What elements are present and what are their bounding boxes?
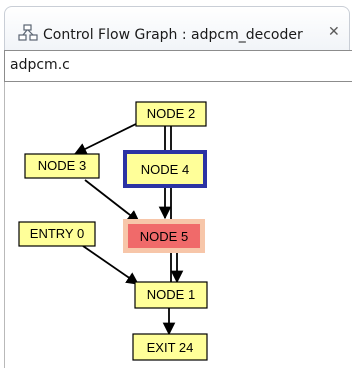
graph-node-node5[interactable]: NODE 5 <box>123 219 205 253</box>
graph-node-node4[interactable]: NODE 4 <box>123 150 207 188</box>
edge-node3-node5 <box>84 179 140 223</box>
node-label: NODE 1 <box>147 287 195 302</box>
node-label: NODE 4 <box>141 162 189 177</box>
source-file-field[interactable]: adpcm.c <box>4 50 352 82</box>
node-label: ENTRY 0 <box>30 226 84 241</box>
node-label: NODE 3 <box>38 158 86 173</box>
edge-entry0-node1 <box>82 245 140 285</box>
graph-node-exit24[interactable]: EXIT 24 <box>132 333 208 361</box>
graph-node-entry0[interactable]: ENTRY 0 <box>18 221 96 247</box>
graph-node-node2[interactable]: NODE 2 <box>135 101 207 127</box>
source-file-name: adpcm.c <box>10 57 70 73</box>
edge-node2-node3 <box>73 121 141 155</box>
node-label: NODE 5 <box>140 229 188 244</box>
node-label: EXIT 24 <box>147 340 194 355</box>
view-title: Control Flow Graph : adpcm_decoder <box>43 27 303 43</box>
node-label: NODE 2 <box>147 106 195 121</box>
graph-view-icon <box>18 24 40 42</box>
graph-canvas[interactable]: NODE 2 NODE 3 NODE 4 ENTRY 0 NODE 5 NODE… <box>4 82 352 368</box>
control-flow-graph: NODE 2 NODE 3 NODE 4 ENTRY 0 NODE 5 NODE… <box>18 101 208 361</box>
graph-node-node1[interactable]: NODE 1 <box>134 281 208 309</box>
graph-node-node3[interactable]: NODE 3 <box>24 153 100 179</box>
control-flow-graph-tab[interactable]: Control Flow Graph : adpcm_decoder ✕ <box>4 6 350 50</box>
close-icon[interactable]: ✕ <box>328 24 340 40</box>
